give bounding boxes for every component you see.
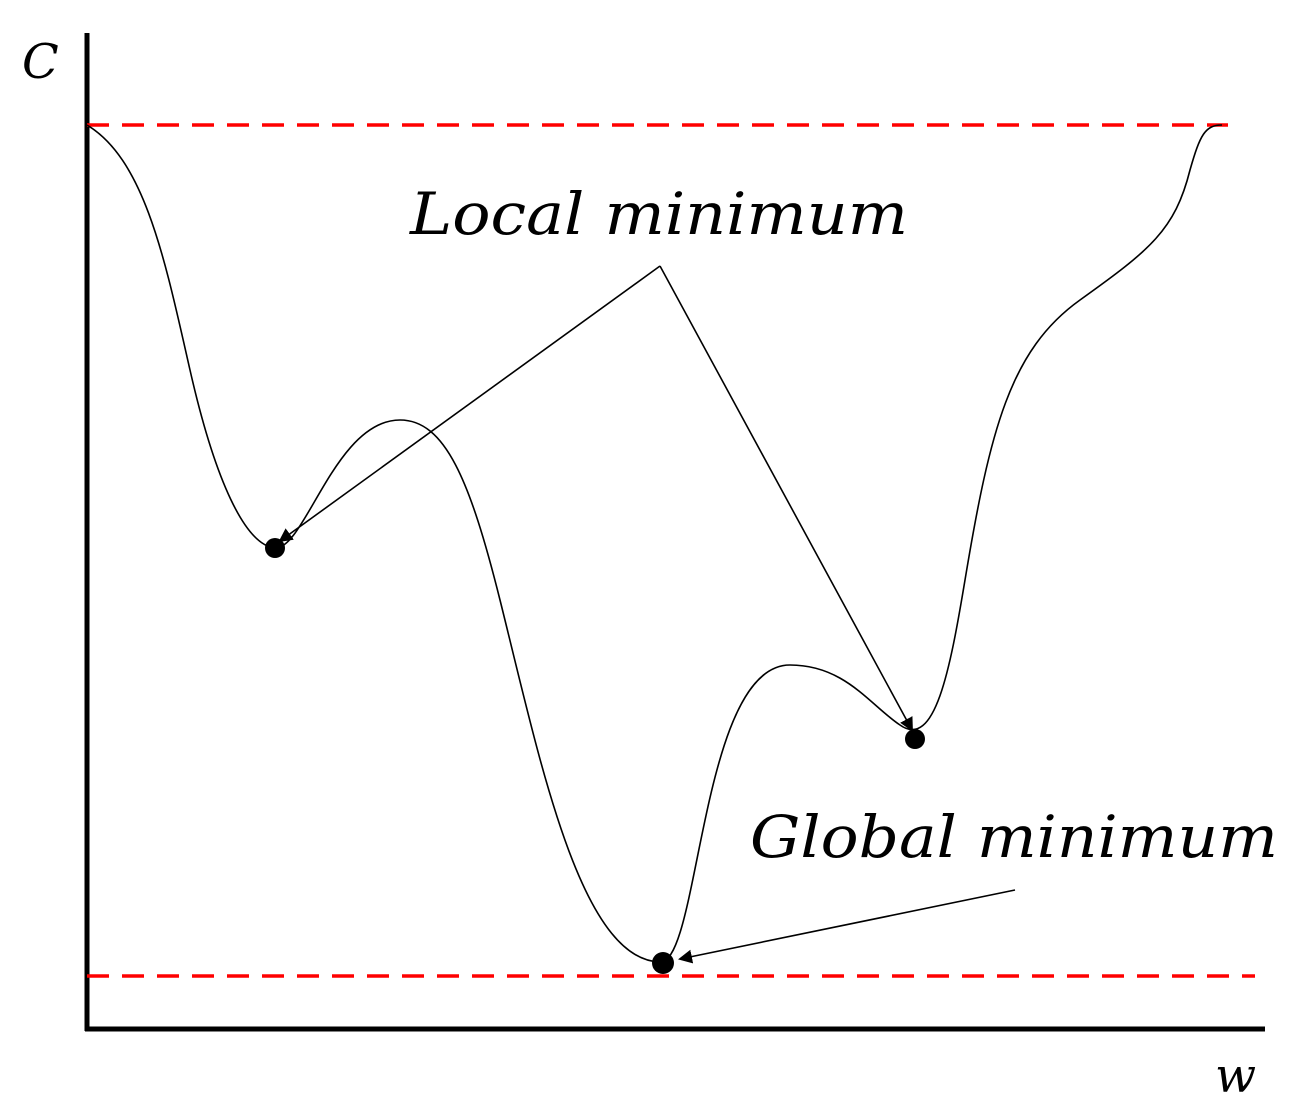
local-minimum-point-left	[265, 538, 285, 558]
local-minimum-arrow-right	[659, 265, 913, 732]
x-axis-label: w	[1215, 1048, 1256, 1104]
global-minimum-point	[652, 952, 674, 974]
local-minimum-arrow-left	[278, 265, 661, 543]
global-minimum-arrow	[678, 889, 1016, 964]
local-minimum-point-right	[905, 729, 925, 749]
local-minimum-label: Local minimum	[409, 180, 908, 248]
global-minimum-label: Global minimum	[750, 803, 1278, 871]
y-axis-label: C	[22, 34, 59, 90]
